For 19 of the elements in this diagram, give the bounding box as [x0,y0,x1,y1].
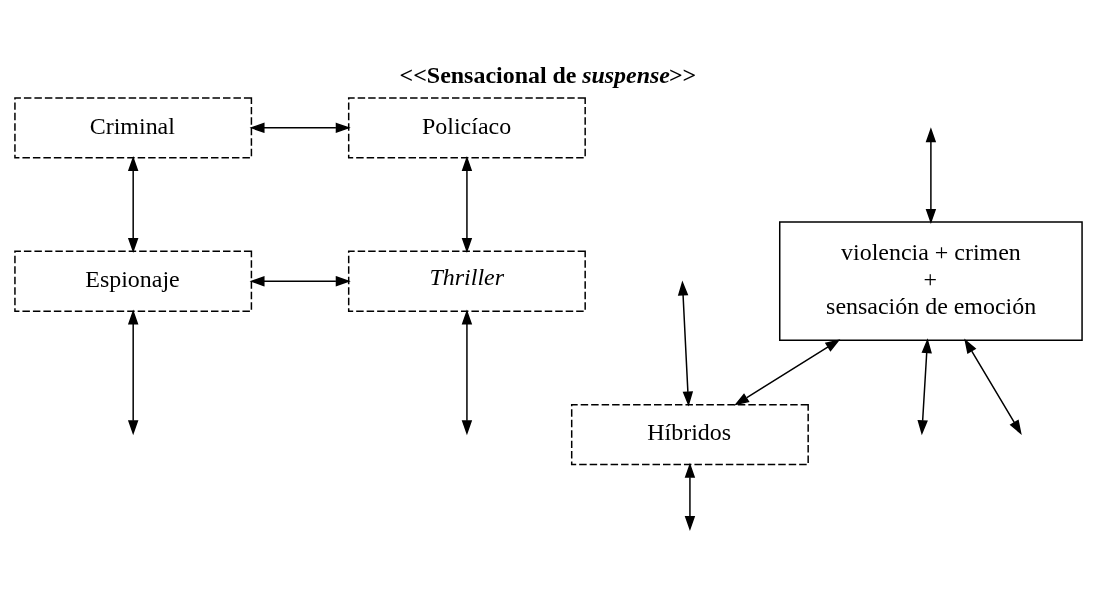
arrow [677,280,694,407]
arrow [917,338,932,436]
node-box: Thriller [347,250,586,312]
diagram-title: <<Sensacional de suspense>> [399,61,697,88]
arrow [684,462,696,532]
arrow [249,122,351,134]
arrow [249,276,351,287]
arrow [461,309,473,436]
node-box: violencia + crimen + sensación de emoción [779,221,1083,342]
arrow [127,156,139,254]
arrow [734,339,841,406]
node-box: Criminal [14,97,253,159]
arrow [127,309,139,436]
arrow [964,338,1022,435]
node-box: Policíaco [347,97,586,159]
node-box: Híbridos [570,403,809,466]
node-box: Espionaje [14,250,253,312]
arrow [925,127,937,225]
arrow [461,156,473,254]
